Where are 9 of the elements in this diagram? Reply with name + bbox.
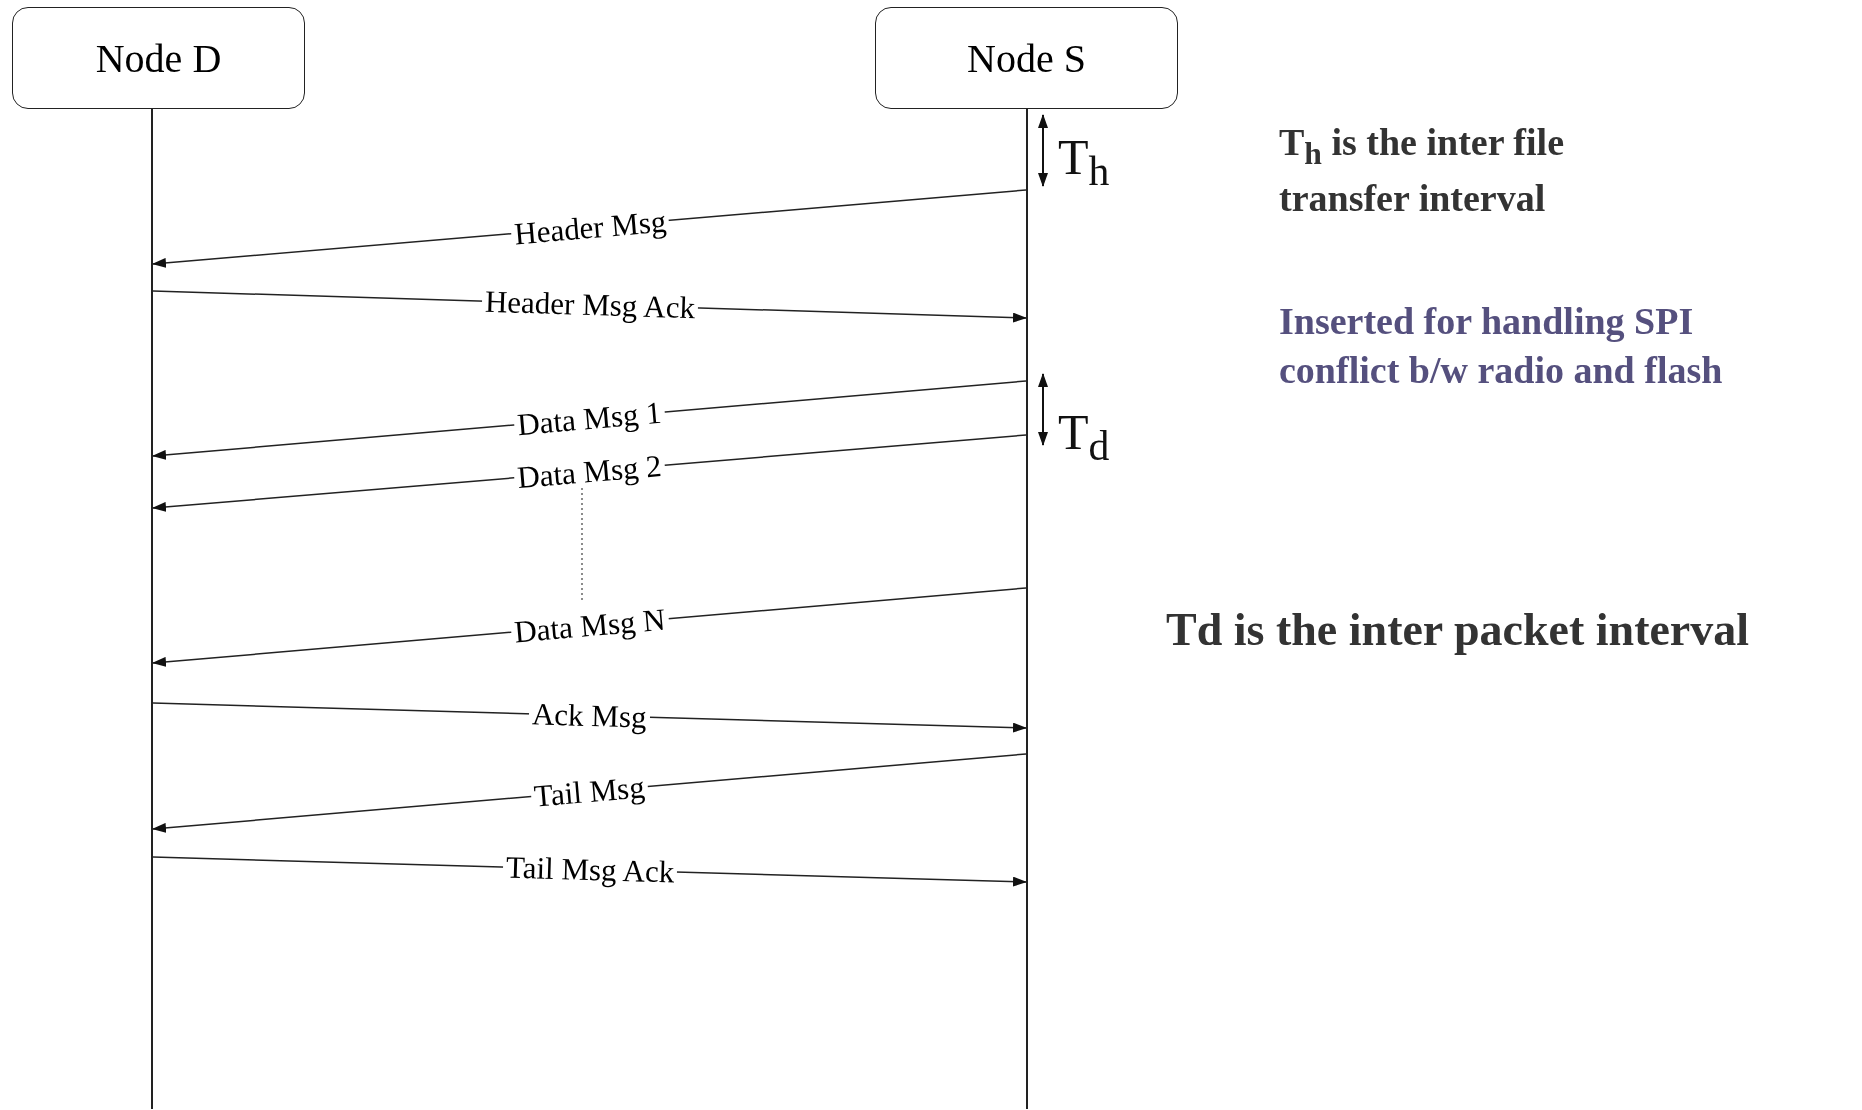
note-text: T$_{h}$ is the inter file transfer interval xyxy=(1279,120,1565,221)
interval-label: T$_{h}$ xyxy=(1058,128,1110,196)
lifeline xyxy=(151,109,153,1109)
lifeline xyxy=(1026,109,1028,1109)
note-text: Td is the inter packet interval xyxy=(1166,603,1750,657)
participant-box: Node D xyxy=(12,7,305,109)
interval-label: T$_{d}$ xyxy=(1058,403,1110,471)
participant-box: Node S xyxy=(875,7,1178,109)
note-text: Inserted for handling SPI conflict b/w radio and flash xyxy=(1279,299,1724,394)
